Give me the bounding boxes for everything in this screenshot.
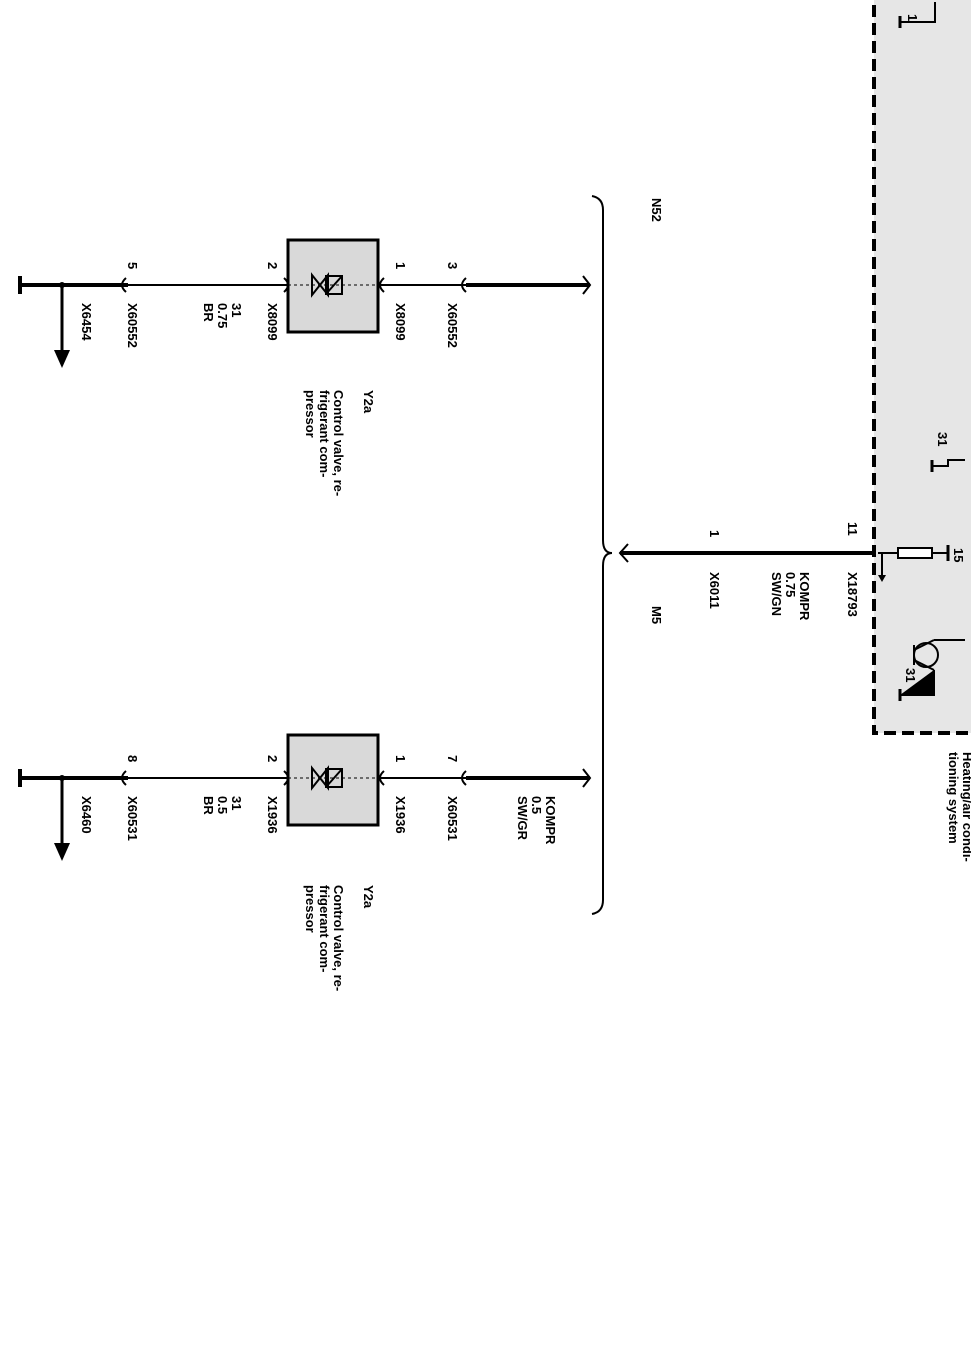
n52-component-id: Y2a	[361, 390, 376, 414]
n52-valve-pin-in: 1	[393, 262, 408, 269]
variant-brace	[591, 195, 613, 915]
n52-valve-connector-out: X8099	[265, 303, 280, 341]
m5-valve-connector-out: X1936	[265, 796, 280, 834]
hvac-module-body	[872, 0, 971, 735]
m5-input-signal: KOMPR	[543, 796, 558, 845]
m5-input-color: SW/GR	[515, 796, 530, 841]
ground-symbol-top: 1	[898, 2, 936, 28]
main-wire-pin: 1	[707, 530, 722, 537]
n52-input-connector: X60552	[445, 303, 460, 348]
n52-ground-point: X6454	[79, 303, 94, 341]
m5-component-id: Y2a	[361, 885, 376, 909]
m5-valve-connector-in: X1936	[393, 796, 408, 834]
m5-input-pin: 7	[445, 755, 460, 762]
control-valve-m5	[286, 733, 380, 827]
n52-component-line3: pressor	[303, 390, 318, 438]
main-wire: 1 X6011 KOMPR 0.75 SW/GN	[618, 530, 874, 621]
m5-valve-pin-in: 1	[393, 755, 408, 762]
m5-output-connector: X60531	[125, 796, 140, 841]
valve-icon	[311, 272, 329, 298]
valve-icon	[311, 765, 329, 791]
n52-valve-pin-out: 2	[265, 262, 280, 269]
n52-valve-connector-in: X8099	[393, 303, 408, 341]
variant-label-n52: N52	[649, 198, 664, 222]
module-name-line1: Heating/air condi-	[960, 752, 971, 862]
terminal-15-resistor: 15	[878, 545, 966, 582]
ground-symbol-mid: 31	[930, 432, 965, 472]
ground-label-1: 1	[905, 14, 920, 21]
m5-output-color: BR	[201, 796, 216, 815]
m5-output-signal: 31	[229, 796, 244, 810]
n52-input-pin: 3	[445, 262, 460, 269]
main-wire-gauge: 0.75	[783, 572, 798, 597]
m5-valve-pin-out: 2	[265, 755, 280, 762]
n52-component-line1: Control valve, re-	[331, 390, 346, 496]
hvac-module: 1 31 15 31 11 X1879	[845, 0, 971, 735]
n52-component-line2: frigerant com-	[317, 390, 332, 477]
variant-label-m5: M5	[649, 606, 664, 624]
m5-output-gauge: 0.5	[215, 796, 230, 814]
main-wire-color: SW/GN	[769, 572, 784, 616]
m5-component-line3: pressor	[303, 885, 318, 933]
m5-component-line2: frigerant com-	[317, 885, 332, 972]
module-connector: X18793	[845, 572, 860, 617]
module-name-line2: tioning system	[946, 752, 961, 844]
terminal-15-label: 15	[951, 548, 966, 562]
m5-component-line1: Control valve, re-	[331, 885, 346, 991]
n52-output-pin: 5	[125, 262, 140, 269]
transistor-symbol: 31	[898, 639, 965, 701]
m5-input-connector: X60531	[445, 796, 460, 841]
module-pin-11: 11	[845, 522, 860, 536]
main-wire-connector: X6011	[707, 572, 722, 609]
m5-input-gauge: 0.5	[529, 796, 544, 814]
n52-output-color: BR	[201, 303, 216, 322]
ground-label-31a: 31	[935, 432, 950, 446]
ground-label-31b: 31	[903, 668, 918, 682]
branch-m5: 7 X60531 KOMPR 0.5 SW/GR 1 X1936 2 X1936…	[18, 733, 592, 991]
control-valve-n52	[286, 238, 380, 334]
main-wire-signal: KOMPR	[797, 572, 812, 621]
m5-ground-point: X6460	[79, 796, 94, 834]
n52-output-gauge: 0.75	[215, 303, 230, 328]
branch-n52: 3 X60552 1 X8099 2 X8099 31 0.75 BR 5 X6…	[18, 238, 592, 496]
m5-output-pin: 8	[125, 755, 140, 762]
n52-output-signal: 31	[229, 303, 244, 317]
n52-output-connector: X60552	[125, 303, 140, 348]
